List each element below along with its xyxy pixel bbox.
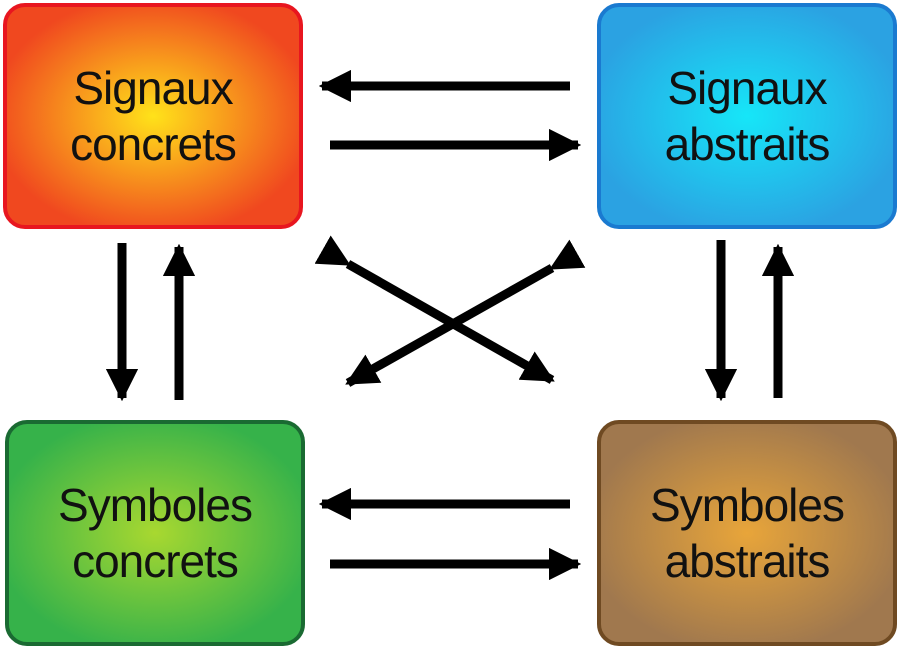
node-symboles-concrets-line1: Symboles [58,478,253,531]
arrow-diagonal-signaux-abstraits-symboles-concrets [345,239,586,387]
node-symboles-abstraits-line1: Symboles [650,478,845,531]
node-signaux-concrets: Signaux concrets [3,3,303,229]
node-symboles-concrets-line2: concrets [72,535,239,587]
node-signaux-concrets-line2: concrets [70,118,237,170]
node-symboles-abstraits: Symboles abstraits [597,420,897,646]
node-signaux-abstraits-line2: abstraits [664,118,831,170]
node-signaux-abstraits-line1: Signaux [667,61,827,114]
node-symboles-abstraits-line2: abstraits [664,535,831,587]
node-symboles-concrets: Symboles concrets [5,420,305,646]
node-signaux-concrets-line1: Signaux [73,61,233,114]
node-signaux-abstraits: Signaux abstraits [597,3,897,229]
